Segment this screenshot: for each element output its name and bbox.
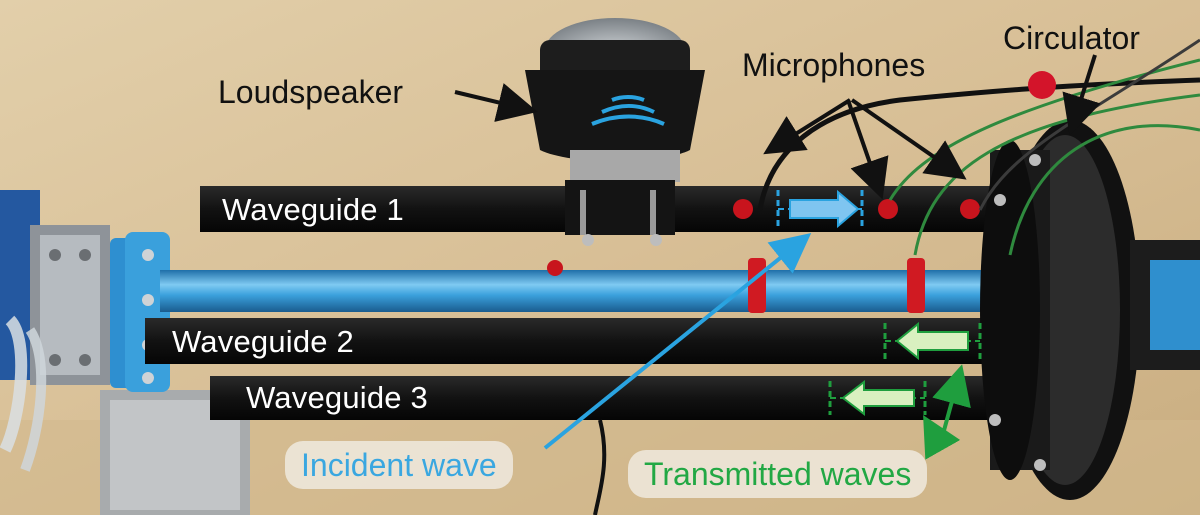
incident-wave-label: Incident wave <box>285 441 513 489</box>
loudspeaker-label: Loudspeaker <box>218 74 404 110</box>
transmitted-wave-marker-3 <box>828 379 927 417</box>
waveguide-2-label: Waveguide 2 <box>172 324 354 359</box>
incident-wave-marker <box>776 189 864 229</box>
waveguide-1-label: Waveguide 1 <box>222 192 404 227</box>
microphone-pointer-arrow-2 <box>763 98 852 155</box>
microphone-pointer-arrow-1 <box>846 99 889 200</box>
transmitted-pointer-arrow-2 <box>923 415 961 460</box>
waveguide-3-label: Waveguide 3 <box>246 380 428 415</box>
microphone-pointer-arrow-3 <box>850 98 967 180</box>
main-pipe <box>110 232 1000 392</box>
loudspeaker-pointer-arrow <box>454 83 538 122</box>
transmitted-waves-label: Transmitted waves <box>628 450 928 498</box>
loudspeaker-device <box>525 18 705 246</box>
microphones-label: Microphones <box>742 47 926 83</box>
transmitted-wave-marker-2 <box>883 321 982 361</box>
circulator-unit <box>980 120 1200 500</box>
microphone-cables <box>593 38 1200 515</box>
waveguide-2-bar <box>145 318 1025 364</box>
incident-wave-pointer-arrow <box>543 232 812 450</box>
circulator-label: Circulator <box>1003 20 1140 56</box>
annotation-arrows <box>454 54 1101 460</box>
circulator-pointer-arrow <box>1062 54 1101 136</box>
